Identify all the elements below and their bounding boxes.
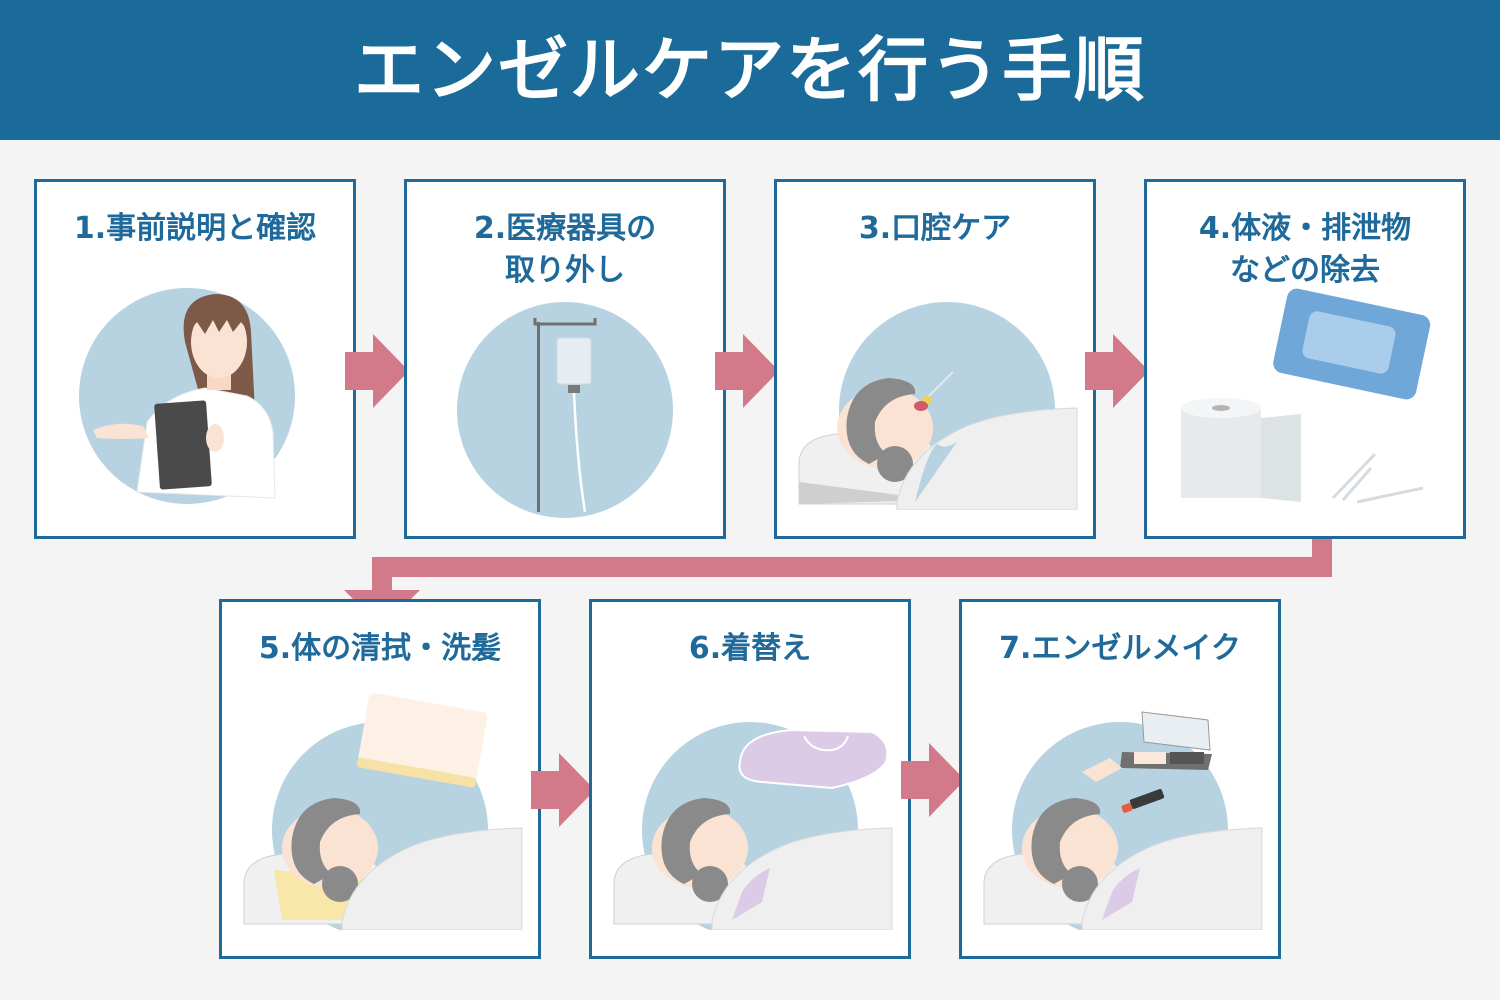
wipes-tissue-cottonswab-icon — [1181, 288, 1431, 504]
header-banner: エンゼルケアを行う手順 — [0, 0, 1500, 140]
arrow-right-icon — [715, 334, 777, 408]
patient-clothing-icon — [613, 722, 893, 930]
arrow-right-icon — [1085, 334, 1147, 408]
step-title: 2.医療器具の 取り外し — [473, 211, 657, 288]
step-title: 4.体液・排泄物 などの除去 — [1198, 211, 1412, 288]
step-title: 7.エンゼルメイク — [999, 631, 1241, 666]
step-card-2: 2.医療器具の 取り外し — [404, 179, 726, 539]
nurse-with-tablet-icon — [79, 288, 295, 504]
step-card-7: 7.エンゼルメイク — [959, 599, 1281, 959]
arrow-right-icon — [531, 753, 593, 827]
iv-drip-stand-icon — [457, 302, 673, 518]
patient-makeup-icon — [983, 711, 1263, 930]
arrow-right-icon — [901, 743, 963, 817]
patient-oral-swab-icon — [798, 302, 1078, 510]
step-title: 1.事前説明と確認 — [73, 211, 317, 246]
step-title: 6.着替え — [688, 631, 812, 666]
step-card-3: 3.口腔ケア — [774, 179, 1096, 539]
step-card-6: 6.着替え — [589, 599, 911, 959]
step-card-4: 4.体液・排泄物 などの除去 — [1144, 179, 1466, 539]
step-card-5: 5.体の清拭・洗髪 — [219, 599, 541, 959]
page-title: エンゼルケアを行う手順 — [354, 29, 1146, 111]
arrow-right-icon — [345, 334, 407, 408]
patient-towel-icon — [243, 693, 523, 930]
step-title: 3.口腔ケア — [858, 211, 1012, 246]
step-title: 5.体の清拭・洗髪 — [258, 631, 502, 666]
step-card-1: 1.事前説明と確認 — [34, 179, 356, 539]
